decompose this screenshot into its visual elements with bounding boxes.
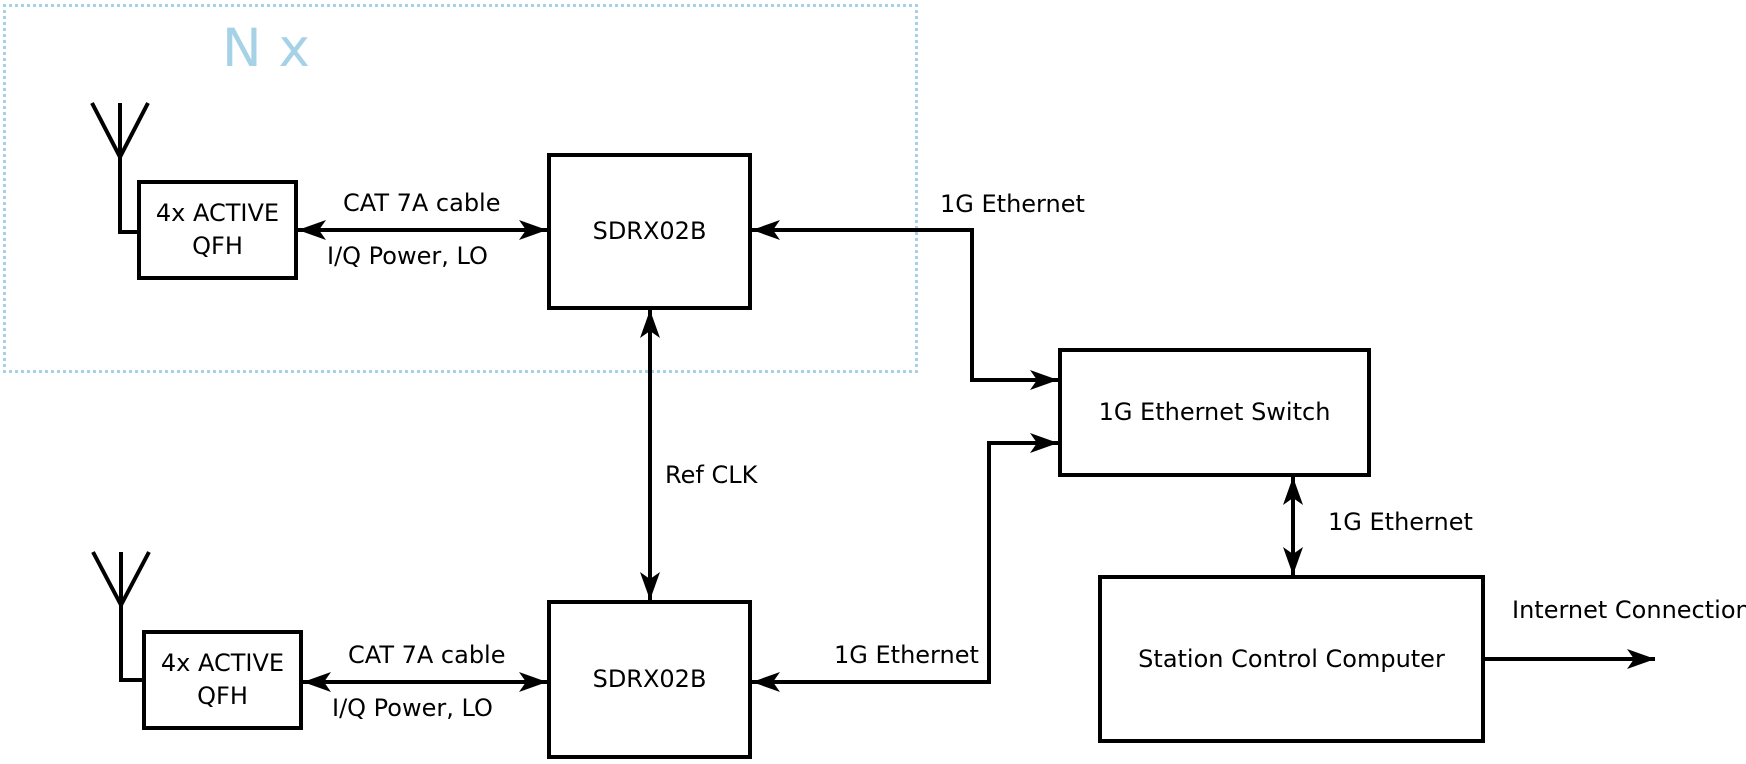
node-sdrx02b-bottom: SDRX02B bbox=[547, 600, 752, 759]
replication-group-box bbox=[3, 4, 918, 373]
label-cat7a-cable-top: CAT 7A cable bbox=[343, 189, 501, 217]
label-iq-power-lo-top: I/Q Power, LO bbox=[327, 242, 488, 270]
label-ref-clk: Ref CLK bbox=[665, 461, 758, 489]
label-1g-ethernet-switch-computer: 1G Ethernet bbox=[1328, 508, 1473, 536]
ethernet-arrow-bottom bbox=[752, 433, 1058, 692]
node-1g-ethernet-switch: 1G Ethernet Switch bbox=[1058, 348, 1371, 477]
antenna-icon-top bbox=[90, 102, 150, 234]
replication-count-label: N x bbox=[222, 18, 310, 79]
node-4x-active-qfh-top: 4x ACTIVE QFH bbox=[137, 180, 298, 280]
node-sdrx02b-top: SDRX02B bbox=[547, 153, 752, 310]
label-1g-ethernet-top: 1G Ethernet bbox=[940, 190, 1085, 218]
label-internet-connection: Internet Connection bbox=[1512, 596, 1746, 624]
ethernet-arrow-top bbox=[752, 220, 1058, 390]
label-cat7a-cable-bottom: CAT 7A cable bbox=[348, 641, 506, 669]
antenna-icon-bottom bbox=[91, 551, 151, 682]
node-station-control-computer: Station Control Computer bbox=[1098, 575, 1485, 743]
label-1g-ethernet-bottom: 1G Ethernet bbox=[834, 641, 979, 669]
label-iq-power-lo-bottom: I/Q Power, LO bbox=[332, 694, 493, 722]
node-4x-active-qfh-bottom: 4x ACTIVE QFH bbox=[142, 630, 303, 730]
